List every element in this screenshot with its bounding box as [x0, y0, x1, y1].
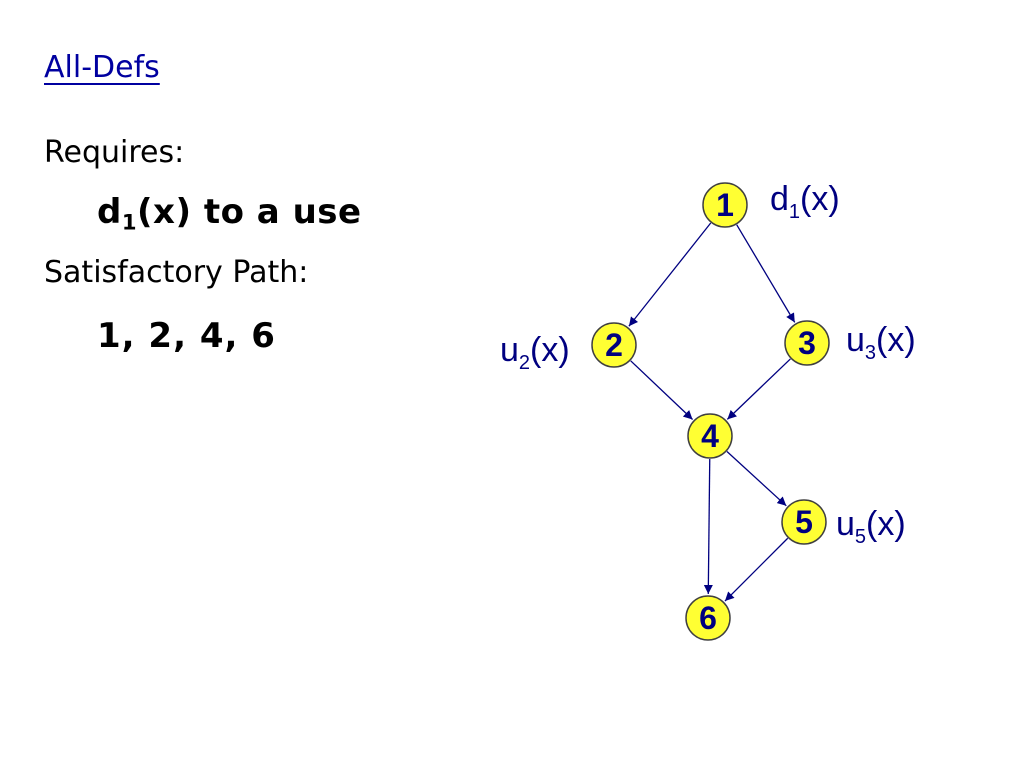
node-3: 3: [784, 320, 830, 366]
annotation-node-3: u3(x): [846, 321, 916, 364]
edge-2-4: [630, 360, 694, 420]
edge-1-3: [736, 224, 796, 323]
nodes-layer: 1 2 3 4 5 6: [591, 182, 830, 641]
node-circle: [784, 320, 830, 366]
annotation-node-2: u2(x): [500, 331, 570, 374]
annotation-rest: (x): [800, 180, 840, 218]
annotation-rest: (x): [530, 331, 570, 369]
node-label: 1: [716, 187, 734, 223]
node-circle: [685, 595, 731, 641]
annotation-subscript: 2: [519, 352, 530, 374]
slide-title: All-Defs: [44, 50, 160, 85]
node-6: 6: [685, 595, 731, 641]
edges-layer: [628, 222, 796, 602]
node-label: 5: [795, 504, 813, 540]
node-circle: [781, 499, 827, 545]
node-circle: [702, 182, 748, 228]
annotation-subscript: 3: [865, 342, 876, 364]
node-4: 4: [687, 413, 733, 459]
node-label: 3: [798, 325, 816, 361]
requirement-subscript: 1: [121, 209, 138, 235]
node-label: 2: [605, 327, 623, 363]
node-2: 2: [591, 322, 637, 368]
node-circle: [687, 413, 733, 459]
requirement-rest: (x) to a use: [137, 192, 362, 232]
annotation-subscript: 1: [789, 201, 800, 223]
annotation-base: u: [846, 321, 865, 359]
satisfactory-path-label: Satisfactory Path:: [44, 255, 309, 290]
node-circle: [591, 322, 637, 368]
annotation-node-1: d1(x): [770, 180, 840, 223]
node-5: 5: [781, 499, 827, 545]
annotation-node-5: u5(x): [836, 505, 906, 548]
satisfactory-path-value: 1, 2, 4, 6: [97, 316, 276, 356]
node-label: 4: [701, 418, 719, 454]
edge-4-5: [726, 451, 787, 507]
requirement-var: d: [97, 192, 122, 232]
annotation-base: u: [836, 505, 855, 543]
requires-label: Requires:: [44, 135, 185, 170]
annotation-subscript: 5: [855, 526, 866, 548]
edge-5-6: [724, 537, 789, 602]
edge-4-6: [703, 458, 713, 595]
annotation-rest: (x): [866, 505, 906, 543]
annotation-rest: (x): [876, 321, 916, 359]
annotation-base: u: [500, 331, 519, 369]
node-1: 1: [702, 182, 748, 228]
node-label: 6: [699, 600, 717, 636]
annotation-base: d: [770, 180, 789, 218]
annotations-layer: d1(x)u2(x)u3(x)u5(x): [500, 180, 916, 548]
edge-1-2: [628, 222, 712, 327]
requirement-text: d1(x) to a use: [97, 192, 362, 232]
edge-3-4: [726, 358, 791, 420]
